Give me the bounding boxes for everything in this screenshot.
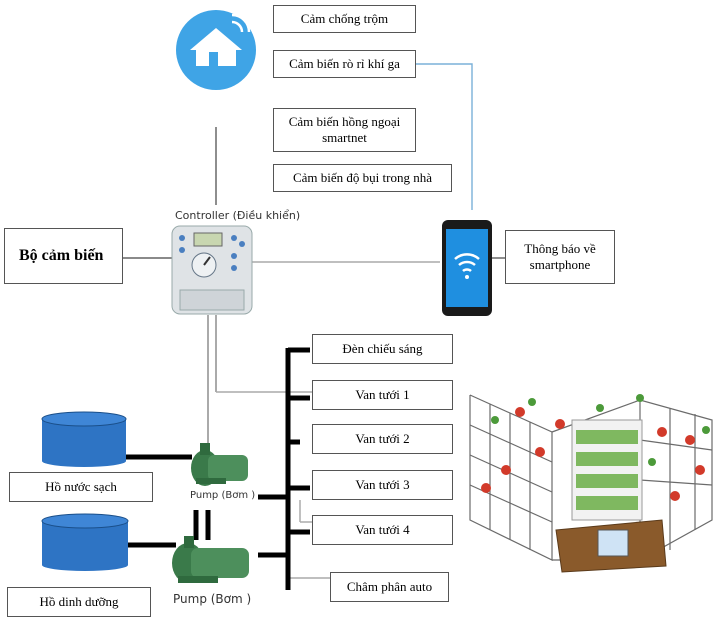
sensor-dust-box: Cảm biến độ bụi trong nhà: [273, 164, 452, 192]
vertical-garden-illustration: [469, 394, 713, 573]
output-valve1-box: Van tưới 1: [312, 380, 453, 410]
sensor-gas-box: Cảm biến rò rỉ khí ga: [273, 50, 416, 78]
sensor-theft-box: Cảm chống trộm: [273, 5, 416, 33]
clean-water-tank: [41, 411, 127, 467]
water-pipes: [125, 347, 310, 590]
output-light-box: Đèn chiếu sáng: [312, 334, 453, 364]
nutrient-tank: [41, 513, 129, 571]
smart-home-icon: [176, 10, 256, 90]
output-valve2-box: Van tưới 2: [312, 424, 453, 454]
pump-1: [191, 443, 248, 486]
output-valve4-box: Van tưới 4: [312, 515, 453, 545]
smartphone-icon: [442, 220, 492, 316]
output-fertilizer-box: Châm phân auto: [330, 572, 449, 602]
output-valve3-box: Van tưới 3: [312, 470, 453, 500]
sensor-infrared-box: Cảm biến hồng ngoại smartnet: [273, 108, 416, 152]
pump-2: [172, 536, 249, 583]
pump2-label: Pump (Bơm ): [173, 592, 252, 606]
connector-lines: [123, 63, 505, 579]
smartphone-notify-box: Thông báo về smartphone: [505, 230, 615, 284]
pump1-label: Pump (Bơm ): [190, 490, 256, 501]
nutrient-tank-box: Hồ dinh dưỡng: [7, 587, 151, 617]
controller-label: Controller (Điều khiển): [175, 209, 301, 222]
clean-tank-box: Hồ nước sạch: [9, 472, 153, 502]
sensor-group-box: Bộ cảm biến: [4, 228, 123, 284]
controller-device: [171, 225, 253, 315]
